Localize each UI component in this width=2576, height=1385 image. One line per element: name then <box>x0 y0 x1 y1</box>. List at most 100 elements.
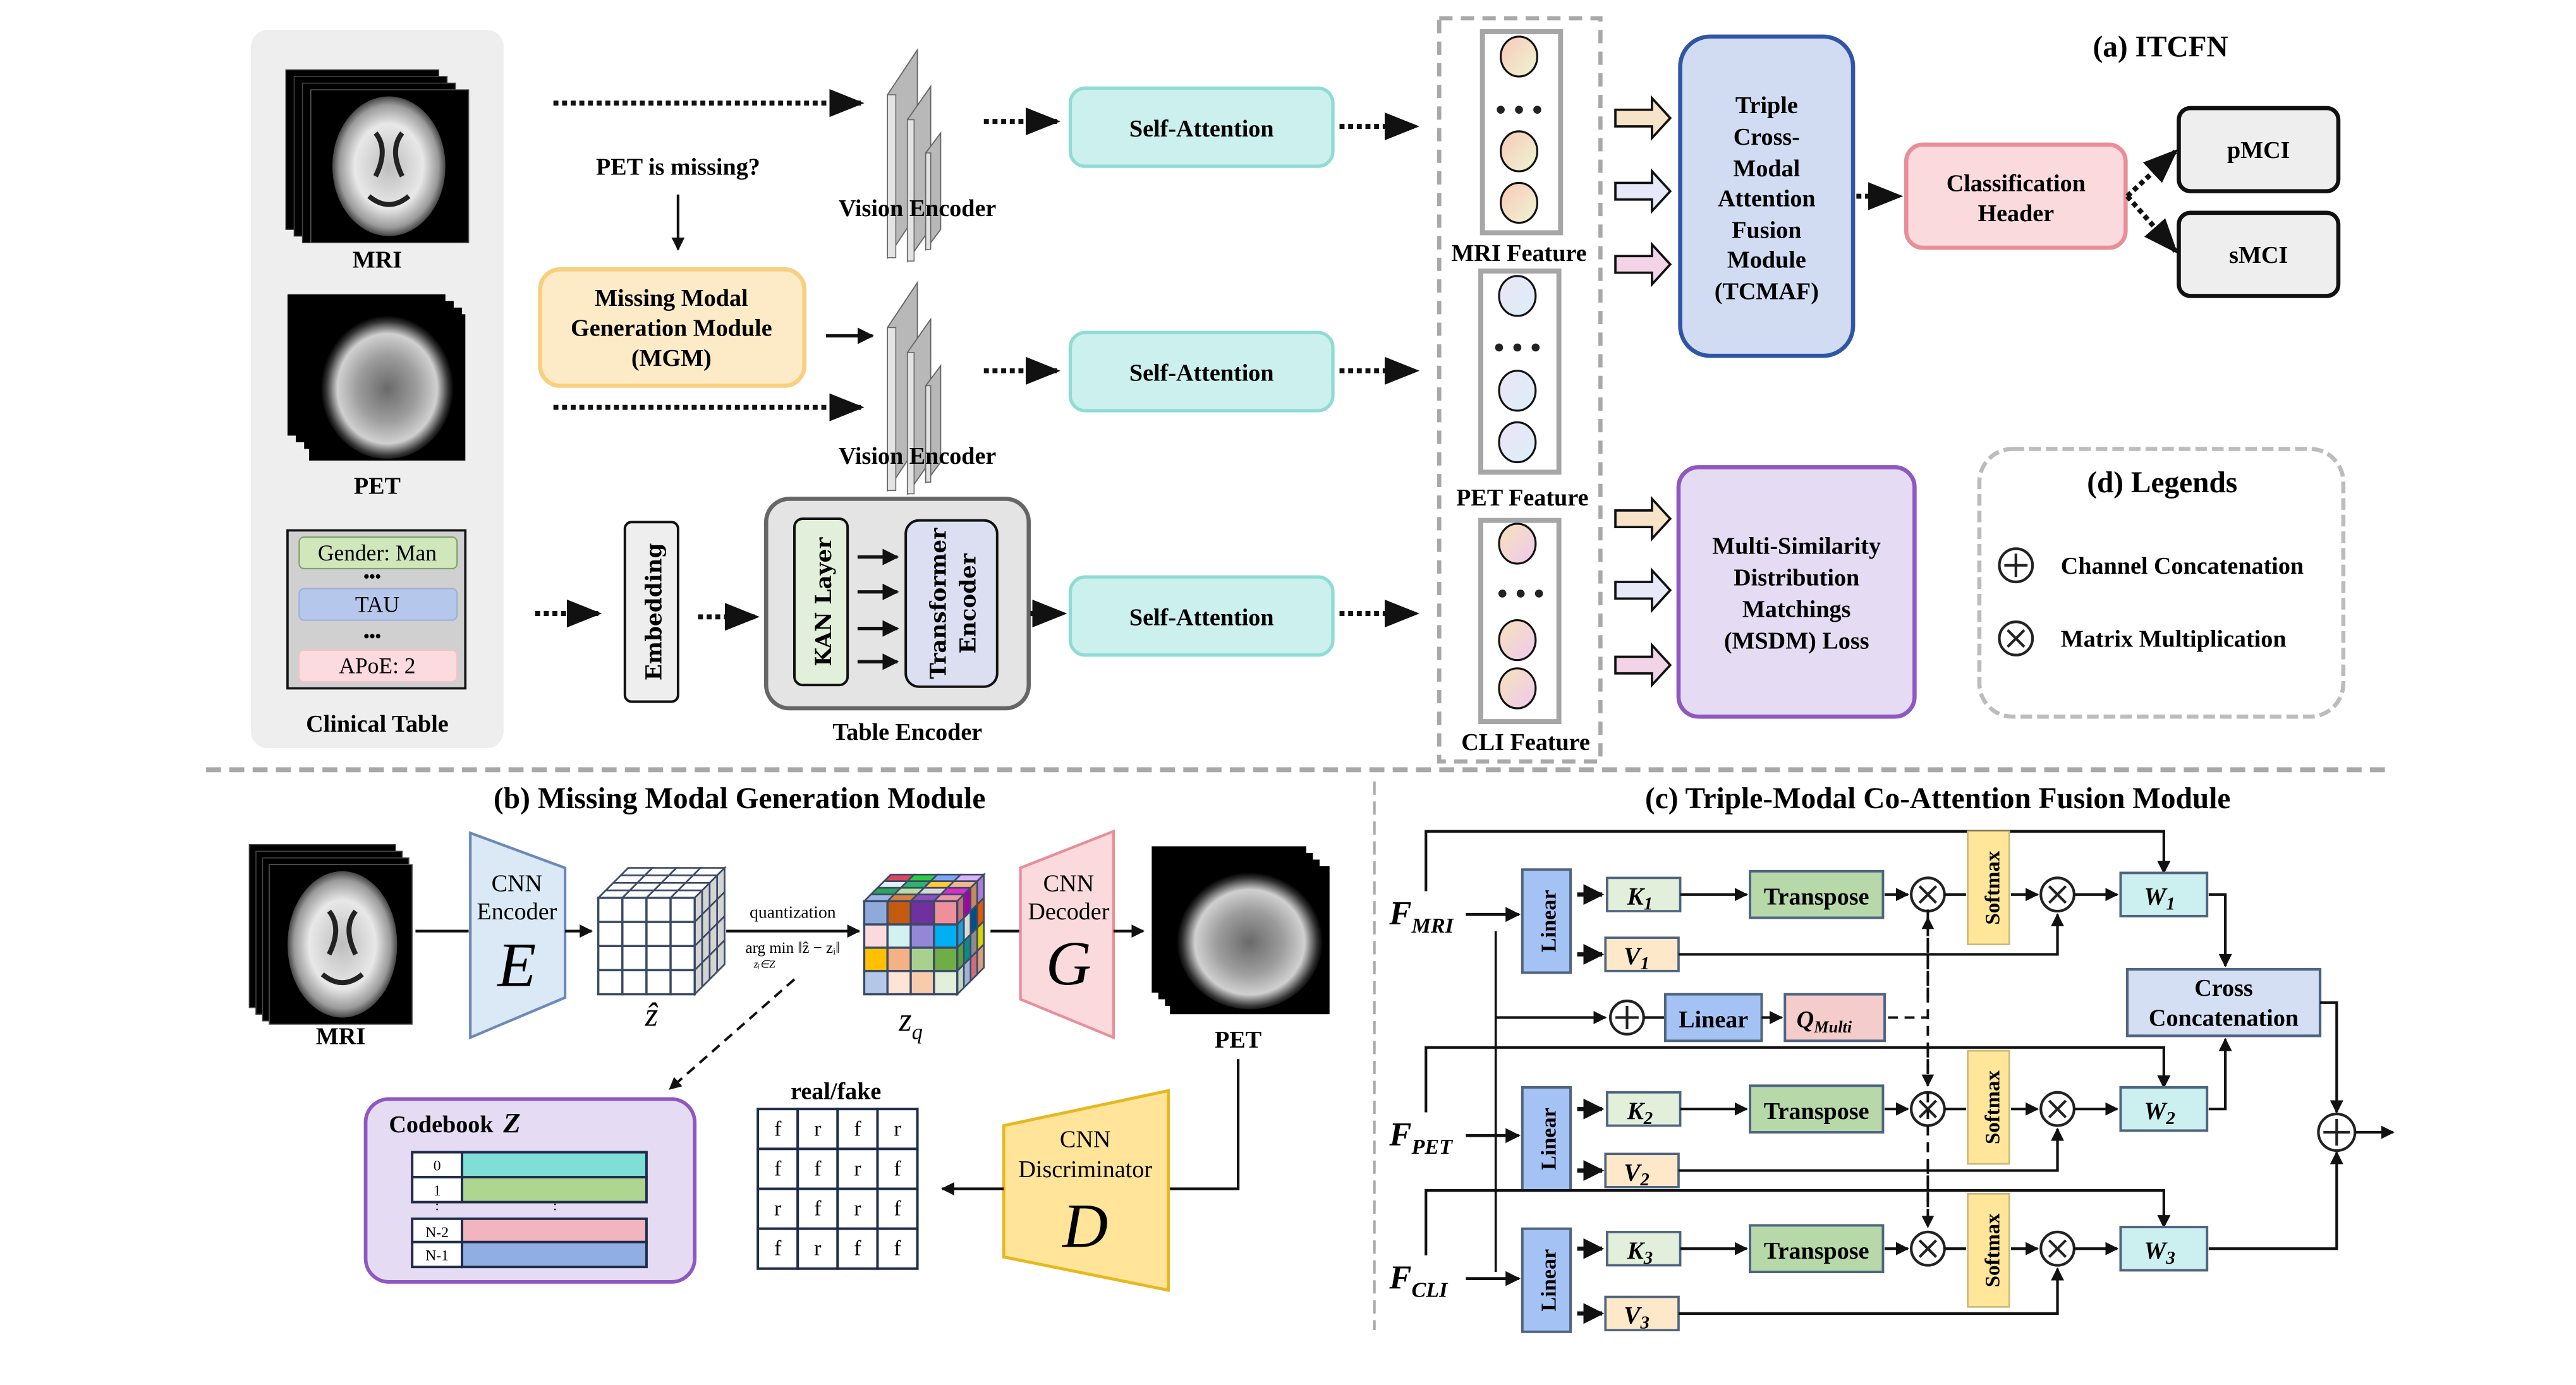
real-fake-title: real/fake <box>791 1078 881 1104</box>
v-box <box>1604 1152 1680 1188</box>
real-fake-cell-label: r <box>894 1117 901 1140</box>
real-fake-cell-label: f <box>894 1197 901 1221</box>
v-to-mult-line <box>1678 913 2065 956</box>
real-fake-cell-label: r <box>774 1197 782 1221</box>
embedding-label: Embedding <box>642 543 667 681</box>
real-fake-cell <box>836 1147 879 1190</box>
z-q-label: zq <box>898 1001 923 1044</box>
codebook-vector <box>461 1151 648 1179</box>
cube-side-cell <box>969 949 978 983</box>
linear-box <box>1521 1227 1572 1333</box>
real-fake-cell-label: f <box>854 1237 861 1261</box>
fat-arrows-tcmaf <box>1614 95 1672 287</box>
cnn-encoder-trapezoid <box>469 831 567 1040</box>
classification-header-box <box>1904 142 2128 250</box>
encoder-label-1: CNN <box>492 870 542 897</box>
cube-front-cell <box>621 921 648 948</box>
linear-label: Linear <box>1537 1249 1560 1312</box>
panel-c-title: (c) Triple-Modal Co-Attention Fusion Mod… <box>1645 782 2230 815</box>
cube-front-cell <box>886 970 912 996</box>
arrow-w1-to-cross <box>2208 893 2232 967</box>
mri-image-stack <box>285 69 470 243</box>
z-hat-cube <box>596 866 727 996</box>
k-label: K1 <box>1626 882 1653 914</box>
classification-label-1: Classification <box>1947 171 2086 197</box>
times-glyph <box>1918 885 1938 904</box>
cube-front-cell <box>669 945 696 972</box>
transformer-label-2: Encoder <box>956 553 981 653</box>
w-box <box>2119 1226 2209 1272</box>
cross-label-2: Concatenation <box>2149 1005 2299 1032</box>
z-q-main: z <box>898 1001 911 1038</box>
k-sub: 3 <box>1643 1248 1653 1268</box>
mri-label: MRI <box>353 247 402 274</box>
cube-front-cell <box>621 897 648 923</box>
softmax-label: Softmax <box>1982 1070 2005 1144</box>
transpose-label: Transpose <box>1764 1098 1869 1125</box>
q-multi-label: QMulti <box>1797 1007 1852 1036</box>
msdm-line: Multi-Similarity <box>1712 533 1881 559</box>
encoder-symbol: E <box>496 929 536 1000</box>
input-feature-label: FPET <box>1388 1116 1453 1159</box>
real-fake-cell-label: f <box>774 1157 782 1180</box>
transformer-label-1: Transformer <box>926 528 951 679</box>
clinical-table-label: Clinical Table <box>306 711 449 737</box>
w-sub: 2 <box>2165 1108 2175 1128</box>
legend-matrix-mult-label: Matrix Multiplication <box>2061 626 2287 653</box>
cube-front-cell <box>933 947 959 972</box>
tcmaf-line: Triple <box>1735 92 1798 119</box>
tcmaf-line: Module <box>1727 247 1806 274</box>
self-attention-box-cli <box>1068 575 1335 657</box>
pet-image-stack <box>287 294 466 461</box>
softmax-label: Softmax <box>1982 850 2005 924</box>
self-attention-label: Self-Attention <box>1129 360 1274 387</box>
cube-front-cell <box>909 900 935 926</box>
arrow-w3-to-sum <box>2208 1151 2343 1250</box>
arrow-cross-to-sum <box>2320 1001 2343 1114</box>
pmci-label: pMCI <box>2227 137 2290 164</box>
softmax-box <box>1967 830 2010 945</box>
v-to-mult-line <box>1678 1267 2065 1315</box>
cli-feature-vector <box>1478 517 1562 724</box>
mri-image-stack-b <box>248 844 413 1025</box>
input-feature-sub: CLI <box>1411 1279 1449 1302</box>
w-box <box>2119 871 2209 917</box>
ellipsis: ••• <box>363 567 381 586</box>
linear-box <box>1521 868 1572 974</box>
cube-front-cell <box>645 897 672 923</box>
real-fake-cell-label: r <box>814 1117 822 1140</box>
v-sub: 2 <box>1639 1170 1649 1190</box>
cube-front-cell <box>863 923 889 949</box>
vision-encoder-label-1: Vision Encoder <box>839 195 997 222</box>
k-box <box>1606 1091 1682 1127</box>
panel-b-title: (b) Missing Modal Generation Module <box>494 782 985 815</box>
cnn-decoder-trapezoid <box>1019 829 1115 1040</box>
cube-front-cell <box>597 969 624 996</box>
real-fake-cell <box>756 1147 799 1190</box>
cube-front-cell <box>669 969 696 996</box>
real-fake-cell-label: f <box>814 1197 822 1221</box>
v-sub: 3 <box>1639 1313 1649 1333</box>
codebook-index-label: N-2 <box>425 1225 449 1241</box>
clinical-row-apoe: APoE: 2 <box>339 653 415 679</box>
plus-circle-icon <box>1998 547 2034 584</box>
input-feature-label: FMRI <box>1388 895 1454 938</box>
self-attention-label: Self-Attention <box>1129 116 1274 142</box>
pmci-output-box <box>2177 106 2341 193</box>
codebook-vector <box>461 1240 648 1269</box>
real-fake-cell-label: r <box>854 1197 861 1221</box>
pet-feature-label: PET Feature <box>1456 485 1588 511</box>
real-fake-cell-label: f <box>894 1237 901 1261</box>
input-feature-label: FCLI <box>1388 1259 1449 1302</box>
k-sub: 2 <box>1643 1108 1653 1128</box>
times-circle-icon <box>1998 620 2034 656</box>
clinical-row-tau: TAU <box>355 591 399 617</box>
k-label: K2 <box>1626 1097 1653 1128</box>
decoder-label-2: Decoder <box>1028 898 1109 925</box>
decoder-label-1: CNN <box>1043 870 1094 897</box>
plus-circle-icon-output <box>2317 1112 2357 1152</box>
codebook-symbol: Z <box>502 1107 520 1139</box>
cube-front-cell <box>645 921 672 948</box>
